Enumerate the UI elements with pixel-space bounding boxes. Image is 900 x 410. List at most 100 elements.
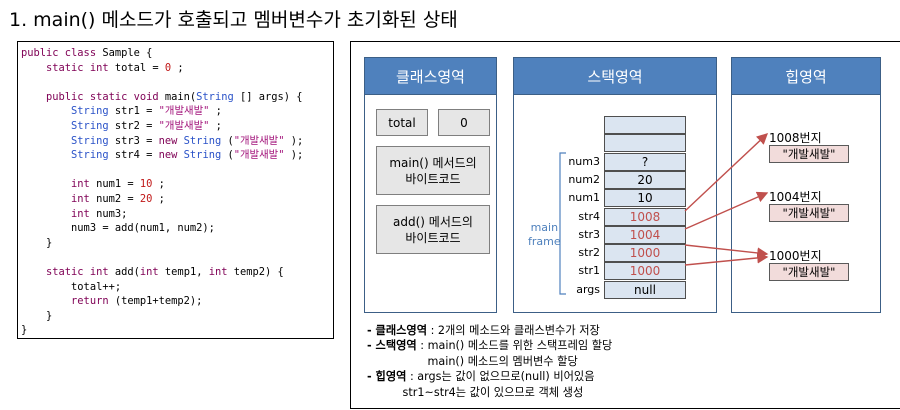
code-token: temp1, <box>164 265 209 278</box>
code-token <box>21 105 71 117</box>
code-token: String <box>71 119 115 132</box>
heap-address-1000: 1000번지 <box>769 249 822 263</box>
code-token <box>21 120 71 132</box>
arrow-str2-to-1000 <box>684 244 769 259</box>
code-token: total++; <box>21 280 122 293</box>
note-text: : main() 메소드를 위한 스택프레임 할당 <box>416 339 613 353</box>
code-token: main( <box>164 90 197 103</box>
code-token: int <box>71 192 97 205</box>
note-text: : 2개의 메소드와 클래스변수가 저장 <box>427 324 600 337</box>
heap-address-1008: 1008번지 <box>769 131 822 145</box>
code-token: String <box>71 105 115 118</box>
code-token: return <box>71 295 115 308</box>
code-line: static int add(int temp1, int temp2) { <box>21 265 333 280</box>
frame-bracket <box>559 152 566 295</box>
code-line <box>21 250 333 265</box>
code-token <box>21 295 71 307</box>
stack-cell-args: null <box>604 280 686 299</box>
class-area: 클래스영역 total 0 main() 메서드의 바이트코드 add() 메서… <box>364 57 497 313</box>
notes: - 클래스영역 : 2개의 메소드와 클래스변수가 저장- 스택영역 : mai… <box>367 323 612 400</box>
code-line: return (temp1+temp2); <box>21 294 333 309</box>
code-token: Sample { <box>102 47 153 59</box>
code-token: } <box>21 324 28 337</box>
code-line: String str2 = "개발새발" ; <box>21 119 333 134</box>
arrow-str4-to-1008 <box>684 133 769 212</box>
code-token: num3 = add(num1, num2); <box>21 222 215 235</box>
code-token <box>21 208 71 220</box>
code-token: ; <box>215 105 222 118</box>
reference-arrows <box>684 133 769 266</box>
code-token: ; <box>158 178 165 191</box>
code-token <box>21 91 46 103</box>
heap-object-1004: "개발새발" <box>769 204 849 222</box>
code-token: int <box>71 207 97 220</box>
code-line: } <box>21 236 333 251</box>
code-token: "개발새발" <box>158 119 216 132</box>
frame-label: main frame <box>528 221 561 248</box>
heap-object-1000: "개발새발" <box>769 263 849 281</box>
heap-area: 힙영역 1008번지 "개발새발" 1004번지 "개발새발" 1000번지 "… <box>731 57 881 313</box>
code-token: static int <box>46 265 115 278</box>
note-term: - 힙영역 <box>367 370 407 384</box>
stack-cell-str1: 1000 <box>604 262 686 281</box>
code-token <box>21 193 71 205</box>
note-line: - 힙영역 : args는 값이 없으므로(null) 비어있음 <box>367 369 612 384</box>
code-line: num3 = add(num1, num2); <box>21 221 333 236</box>
code-token: str1 = <box>114 105 159 118</box>
code-token: 0 <box>164 61 178 74</box>
code-line: String str4 = new String ("개발새발" ); <box>21 148 333 163</box>
stack-cell-label: str3 <box>578 227 600 241</box>
code-line: int num3; <box>21 207 333 222</box>
code-token: 20 <box>139 192 159 205</box>
code-token: temp2) { <box>233 265 284 278</box>
note-line: - 스택영역 : main() 메소드를 위한 스택프레임 할당 <box>367 338 612 353</box>
code-token: ); <box>290 149 304 162</box>
code-line: } <box>21 309 333 324</box>
code-token: } <box>21 309 53 322</box>
stack-cell-label: num2 <box>568 172 600 186</box>
stack-area-header: 스택영역 <box>514 58 716 95</box>
frame-bracket-line <box>559 152 566 295</box>
add-bytecode-box: add() 메서드의 바이트코드 <box>376 205 490 254</box>
stack-cell-str2: 1000 <box>604 244 686 263</box>
code-token: new <box>158 134 184 147</box>
code-token: total = <box>114 61 165 74</box>
code-token: "개발새발" <box>233 149 291 162</box>
code-token <box>21 266 46 278</box>
code-token: String <box>183 149 228 162</box>
note-line: str1~str4는 값이 있으므로 객체 생성 <box>367 385 612 400</box>
stack-cell-num1: 10 <box>604 189 686 208</box>
note-text: main() 메소드의 멤버변수 할당 <box>367 354 578 368</box>
code-token: ( <box>227 134 234 147</box>
note-line: main() 메소드의 멤버변수 할당 <box>367 354 612 369</box>
code-token: [] args) { <box>239 90 303 103</box>
note-line: - 클래스영역 : 2개의 메소드와 클래스변수가 저장 <box>367 323 612 338</box>
code-token: str3 = <box>114 134 159 147</box>
code-token: ); <box>290 134 304 147</box>
code-token: String <box>196 90 240 103</box>
stack-cell-label: args <box>576 282 600 296</box>
code-token: str2 = <box>114 119 159 132</box>
stack-cell-num2: 20 <box>604 170 686 189</box>
code-line: static int total = 0 ; <box>21 61 333 76</box>
note-text: str1~str4는 값이 있으므로 객체 생성 <box>367 385 584 399</box>
code-line: String str3 = new String ("개발새발" ); <box>21 134 333 149</box>
code-token: public static void <box>46 90 165 103</box>
stack-cell-label: str4 <box>578 209 600 223</box>
code-token: 10 <box>139 178 159 191</box>
note-text: : args는 값이 없으므로(null) 비어있음 <box>406 370 595 384</box>
total-value-box: 0 <box>438 109 490 136</box>
code-token <box>21 62 46 74</box>
code-token: int <box>139 265 165 278</box>
code-line: int num1 = 10 ; <box>21 177 333 192</box>
code-token: "개발새발" <box>233 134 291 147</box>
heap-area-header: 힙영역 <box>732 58 880 95</box>
code-line: int num2 = 20 ; <box>21 192 333 207</box>
code-token: num1 = <box>96 178 140 191</box>
stack-cell-num3: ? <box>604 152 686 171</box>
heap-object-1008: "개발새발" <box>769 145 849 163</box>
stack-cell-label: str1 <box>578 264 600 278</box>
class-area-header: 클래스영역 <box>365 58 496 95</box>
note-term: - 스택영역 <box>367 339 417 353</box>
code-token <box>21 149 71 161</box>
